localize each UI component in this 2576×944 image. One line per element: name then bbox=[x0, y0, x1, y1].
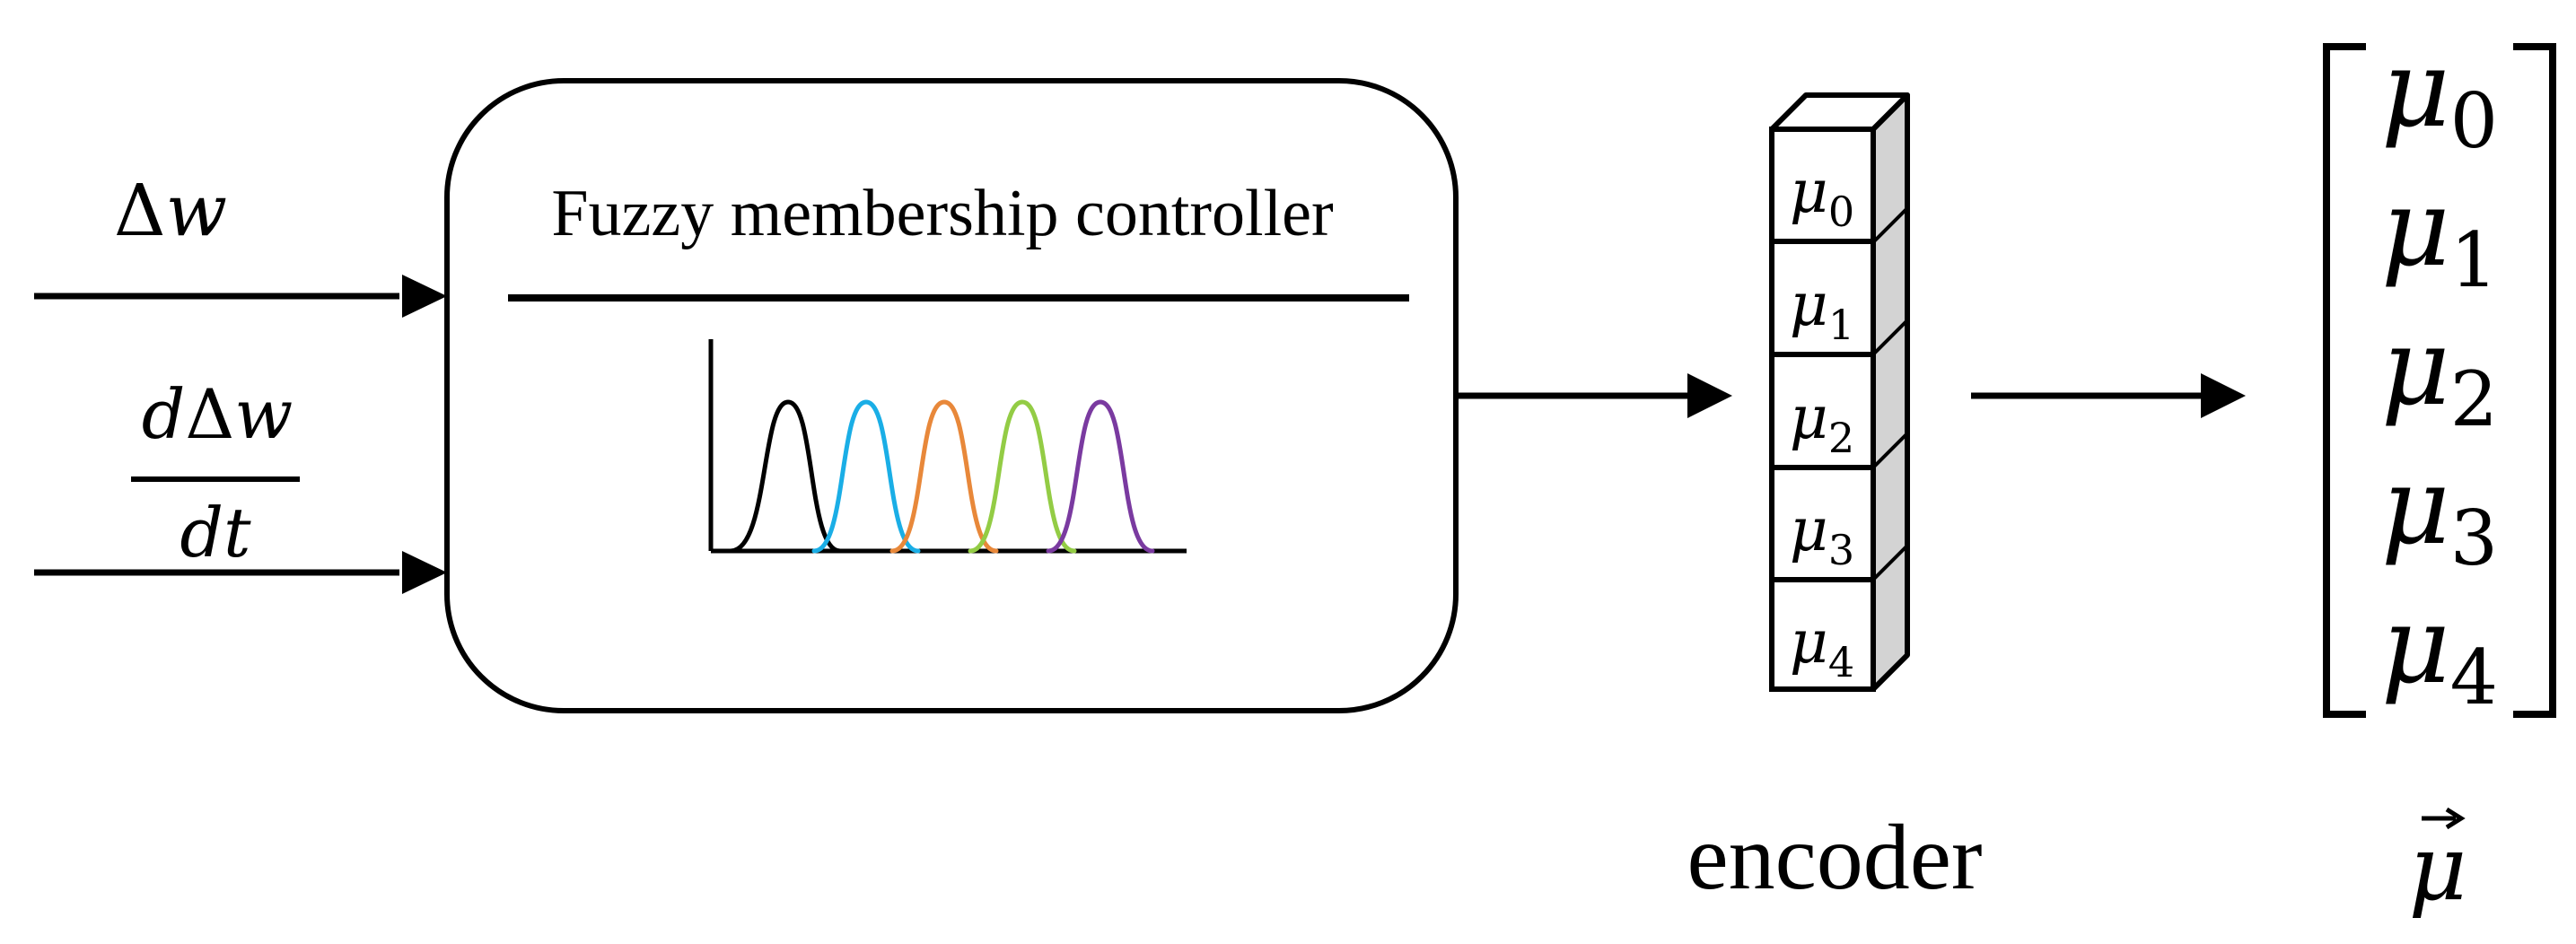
mu-subscript: 0 bbox=[2450, 77, 2498, 165]
arrowhead-to-encoder bbox=[1687, 373, 1732, 418]
vector-entry: μ1 bbox=[2381, 166, 2498, 304]
vector-arrow-accent bbox=[2422, 807, 2466, 830]
mu-symbol: μ bbox=[2381, 166, 2450, 290]
input-d-delta-w-dt: dΔw dt bbox=[34, 374, 447, 594]
mu-symbol: μ bbox=[1790, 270, 1828, 339]
vector-entry: μ4 bbox=[2381, 583, 2498, 721]
membership-plot bbox=[708, 339, 1187, 554]
input-arrowhead-d-delta-w bbox=[402, 551, 447, 594]
encoder-cell-frame bbox=[1769, 577, 1876, 692]
arrow-to-output bbox=[1971, 373, 2246, 418]
encoder-label: encoder bbox=[1687, 806, 1982, 909]
delta-symbol: Δ bbox=[114, 169, 166, 252]
encoder-cell: μ1 bbox=[1769, 239, 1876, 357]
mu-subscript: 2 bbox=[1828, 414, 1854, 462]
right-bracket bbox=[2513, 43, 2556, 718]
encoder-cell: μ2 bbox=[1769, 352, 1876, 470]
output-vector: μ0 μ1 μ2 μ3 μ4 μ bbox=[2323, 27, 2556, 921]
encoder-cell-label: μ3 bbox=[1790, 495, 1854, 574]
encoder-cell: μ4 bbox=[1769, 577, 1876, 692]
encoder-side-sep-4 bbox=[1871, 544, 1909, 581]
mu-symbol: μ bbox=[1790, 495, 1828, 564]
vector-entry: μ3 bbox=[2381, 444, 2498, 582]
encoder-side-sep-2 bbox=[1871, 319, 1909, 356]
controller-frame bbox=[444, 78, 1459, 713]
mu-subscript: 4 bbox=[2450, 634, 2498, 721]
mu-subscript: 1 bbox=[1828, 301, 1854, 349]
membership-curves bbox=[728, 399, 1155, 554]
delta-w-label: Δw bbox=[114, 169, 227, 252]
input-arrowhead-delta-w bbox=[402, 275, 447, 318]
mu-symbol: μ bbox=[1790, 607, 1828, 677]
encoder-cell-label: μ1 bbox=[1790, 270, 1854, 349]
vector-entry: μ0 bbox=[2381, 27, 2498, 165]
membership-curve bbox=[811, 399, 921, 554]
fraction-denominator: dt bbox=[180, 493, 251, 573]
fuzzy-controller-box: Fuzzy membership controller bbox=[444, 78, 1459, 713]
encoder-side-face bbox=[1871, 92, 1910, 692]
fraction-numerator: dΔw bbox=[142, 374, 294, 454]
mu-symbol: μ bbox=[1790, 383, 1828, 452]
input-delta-w: Δw bbox=[34, 169, 447, 318]
membership-curve bbox=[968, 399, 1077, 554]
controller-title: Fuzzy membership controller bbox=[551, 177, 1333, 250]
w-variable-2: w bbox=[234, 374, 293, 454]
left-bracket bbox=[2323, 43, 2366, 718]
vector-entries: μ0 μ1 μ2 μ3 μ4 bbox=[2381, 27, 2498, 721]
vector-mu-symbol: μ bbox=[2409, 816, 2467, 921]
w-variable: w bbox=[166, 169, 227, 252]
encoder-cells: μ0 μ1 μ2 μ3 bbox=[1769, 127, 1876, 692]
mu-symbol: μ bbox=[2381, 444, 2450, 568]
encoder-cell-label: μ0 bbox=[1790, 157, 1854, 236]
encoder-side-sep-1 bbox=[1871, 206, 1909, 244]
mu-subscript: 2 bbox=[2450, 355, 2498, 443]
mu-symbol: μ bbox=[2381, 583, 2450, 707]
encoder-cell-frame bbox=[1769, 465, 1876, 582]
d-operator: d bbox=[142, 374, 186, 454]
arrowhead-to-output bbox=[2201, 373, 2246, 418]
mu-symbol: μ bbox=[2381, 305, 2450, 429]
vector-entry: μ2 bbox=[2381, 305, 2498, 443]
mu-symbol: μ bbox=[2381, 27, 2450, 151]
vector-arrow-tip bbox=[2445, 807, 2466, 830]
encoder-cell: μ3 bbox=[1769, 465, 1876, 582]
vector-label: μ bbox=[2409, 807, 2467, 921]
encoder-side-sep-3 bbox=[1871, 432, 1909, 469]
membership-curve bbox=[889, 399, 999, 554]
encoder-stack: μ0 μ1 μ2 μ3 bbox=[1687, 92, 1983, 909]
encoder-cell-frame bbox=[1769, 239, 1876, 357]
mu-subscript: 4 bbox=[1828, 638, 1854, 686]
encoder-cell-frame bbox=[1769, 352, 1876, 470]
encoder-cell-label: μ2 bbox=[1790, 383, 1854, 462]
arrow-to-encoder bbox=[1458, 373, 1732, 418]
mu-subscript: 0 bbox=[1828, 188, 1854, 236]
mu-symbol: μ bbox=[1790, 157, 1828, 226]
encoder-cell-label: μ4 bbox=[1790, 607, 1854, 686]
encoder-side-separators bbox=[1871, 206, 1909, 581]
encoder-cell: μ0 bbox=[1769, 127, 1876, 244]
encoder-cell-frame bbox=[1769, 127, 1876, 244]
membership-curve bbox=[1046, 399, 1155, 554]
delta-symbol-2: Δ bbox=[185, 374, 234, 454]
mu-subscript: 3 bbox=[1828, 526, 1854, 574]
mu-subscript: 3 bbox=[2450, 494, 2498, 582]
membership-curve bbox=[728, 399, 843, 554]
mu-subscript: 1 bbox=[2450, 216, 2498, 304]
